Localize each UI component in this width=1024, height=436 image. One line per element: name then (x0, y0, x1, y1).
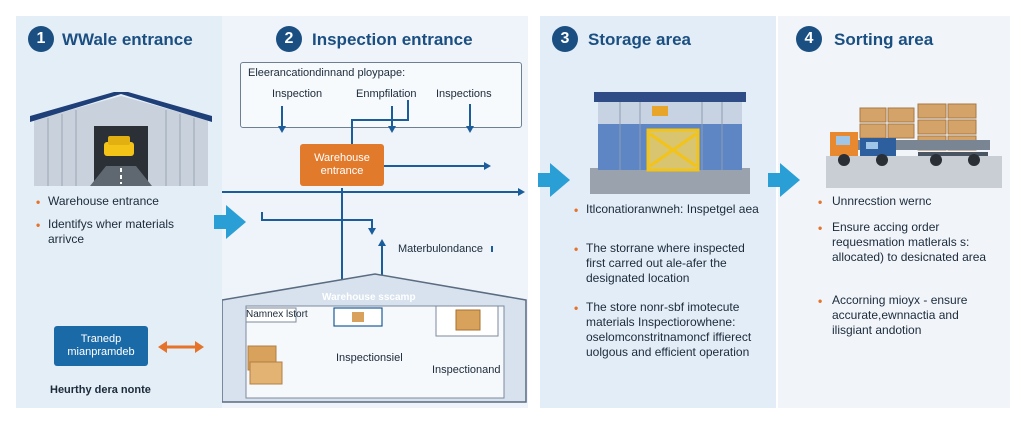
roof-label: Warehouse sscamp (322, 292, 416, 303)
bullet-marker: • (818, 221, 823, 235)
stage1-footer: Heurthy dera nonte (50, 384, 151, 396)
bullet-marker: • (574, 203, 579, 217)
stage3-bullet-1: Itlconatioranwneh: Inspetgel aea (586, 202, 759, 216)
stage3-title: Storage area (588, 30, 691, 49)
stage2-number: 2 (276, 26, 302, 52)
sorting-truck-illustration (826, 103, 1002, 188)
stage3-bullet-3: The store nonr-sbf imotecute materials I… (586, 300, 752, 359)
stage3-bullet-2: The storrane where inspected first carre… (586, 241, 745, 285)
stage3-number: 3 (552, 26, 578, 52)
bullet-marker: • (36, 218, 41, 232)
inner-label-3: Inspectionand (432, 364, 501, 376)
flow-arrow-icon (226, 205, 246, 239)
bullet-marker: • (574, 242, 579, 256)
inspection-top-box (240, 62, 522, 128)
inspection-warehouse-building (222, 273, 527, 403)
inner-label-2: Inspectionsiel (336, 352, 403, 364)
top-label-2: Enmpfilation (356, 88, 417, 100)
flow-arrow-bar (538, 173, 552, 187)
warehouse-entrance-box: Warehouse entrance (300, 144, 384, 186)
stage1-title: WWale entrance (62, 30, 193, 49)
stage1-bullet-2: Identifys wher materials arrivce (48, 217, 175, 246)
storage-building-illustration (590, 92, 750, 194)
warehouse-entrance-illustration (30, 92, 212, 186)
bullet-marker: • (818, 195, 823, 209)
top-label-1: Inspection (272, 88, 323, 100)
stage4-bullet-1: Unnrecstion wernc (832, 194, 932, 208)
side-label: Materbulondance (398, 243, 484, 255)
stage1-bullet-1: Warehouse entrance (48, 194, 159, 208)
flow-arrow-icon (550, 163, 570, 197)
bullet-marker: • (574, 301, 579, 315)
stage4-bullet-3: Accorning mioyx - ensure accurate,ewnnac… (832, 293, 968, 337)
stage4-bullet-2: Ensure accing order requesmation matlera… (832, 220, 987, 264)
flow-arrow-bar (214, 215, 228, 229)
top-label-3: Inspections (436, 88, 492, 100)
stage4-title: Sorting area (834, 30, 934, 49)
inner-label-1: Namnex lstort (246, 309, 308, 320)
flow-arrow-icon (780, 163, 800, 197)
bullet-marker: • (818, 294, 823, 308)
stage4-panel (778, 16, 1010, 408)
stage1-info-box: Tranedp mianpramdeb (54, 326, 148, 366)
stage1-number: 1 (28, 26, 54, 52)
stage3-panel (540, 16, 776, 408)
flow-arrow-bar (768, 173, 782, 187)
stage4-number: 4 (796, 26, 822, 52)
stage2-title: Inspection entrance (312, 30, 473, 49)
double-arrow-icon (158, 341, 204, 353)
bullet-marker: • (36, 195, 41, 209)
top-box-title: Eleerancationdinnand ploypape: (248, 67, 406, 79)
